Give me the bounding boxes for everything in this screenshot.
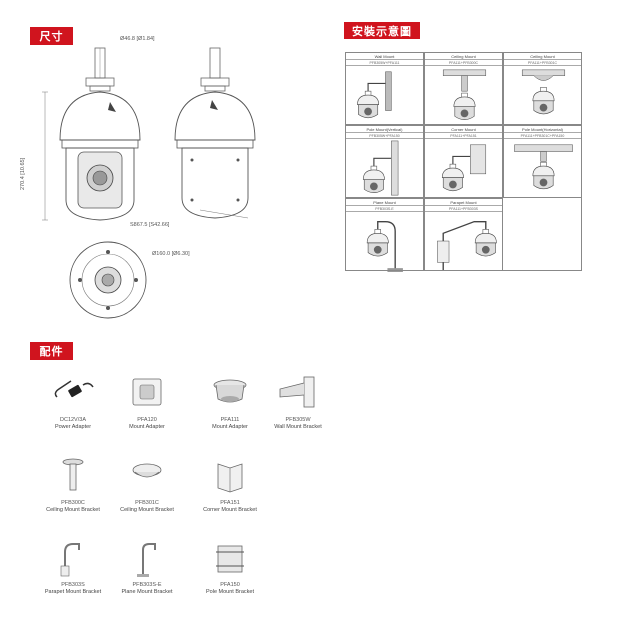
dimensions-section-badge: 尺寸 <box>30 27 73 45</box>
height-dimension: 270.4 [10.65] <box>20 157 26 190</box>
accessory-code: PFA111 <box>220 417 240 423</box>
accessory-code: PFA151 <box>220 500 240 506</box>
mount-title: Corner Mount <box>425 126 502 133</box>
mount-illustration-icon <box>362 140 399 196</box>
mount-illustration-icon <box>442 69 487 120</box>
accessory-item: PFB305W Wall Mount Bracket <box>257 375 339 430</box>
accessory-item: PFA111 Mount Adapter <box>189 375 271 430</box>
accessory-code: PFB300C <box>61 500 85 506</box>
plane-bracket-icon <box>137 543 156 577</box>
accessory-name: Power Adapter <box>54 424 92 430</box>
mount-illustration-icon <box>437 221 497 271</box>
mount-illustration-icon <box>521 69 566 115</box>
mount-title: Ceiling Mount <box>504 53 581 60</box>
accessory-name: Ceiling Mount Bracket <box>120 507 174 513</box>
mount-code: PFB305W+PFA150 <box>346 133 423 139</box>
mount-code: PFB305W+PFA111 <box>346 60 423 66</box>
mount-code: PFB303S-E <box>346 206 423 212</box>
camera-bottom-view-drawing <box>69 241 147 319</box>
accessory-name: Mount Adapter <box>129 424 165 430</box>
accessory-item: PFB301C Ceiling Mount Bracket <box>106 458 188 513</box>
mount-code: PFA111+PFB303S <box>425 206 502 212</box>
corner-bracket-icon <box>217 463 243 493</box>
accessory-name: Wall Mount Bracket <box>274 424 322 430</box>
camera-side-view-drawing <box>174 47 256 219</box>
accessory-code: PFB303S <box>61 582 85 588</box>
accessory-name: Corner Mount Bracket <box>203 507 257 513</box>
accessory-code: PFB303S-E <box>132 582 162 588</box>
mount-title: Wall Mount <box>346 53 423 60</box>
mount-code: PFA111+PFB300C <box>425 60 502 66</box>
base-diameter-dimension: Ø160.0 [Ø6.30] <box>152 251 190 257</box>
mount-diagram-cell: Ceiling Mount PFA111+PFB300C <box>424 52 503 125</box>
power-adapter-icon <box>54 380 94 398</box>
depth-dimension: S867.5 [S42.66] <box>130 222 170 228</box>
pole-bracket-icon <box>216 545 244 573</box>
top-diameter-dimension: Ø46.8 [Ø1.84] <box>120 36 155 42</box>
mount-diagram-cell: Corner Mount PFA111+PFA151 <box>424 125 503 198</box>
mount-title: Pole Mount(Horizontal) <box>504 126 581 133</box>
mount-illustration-icon <box>357 71 392 119</box>
mount-diagram-cell: Ceiling Mount PFA111+PFB301C <box>503 52 582 125</box>
accessory-item: DC12V/3A Power Adapter <box>32 375 114 430</box>
mount-diagram-cell: Wall Mount PFB305W+PFA111 <box>345 52 424 125</box>
ceiling-bracket-pendant-icon <box>62 458 84 491</box>
mount-code: PFA111+PFB301C+PFA150 <box>504 133 581 139</box>
accessory-name: Parapet Mount Bracket <box>44 589 102 595</box>
accessory-item: PFA151 Corner Mount Bracket <box>189 458 271 513</box>
mount-grid-frame <box>345 198 582 271</box>
accessories-section-badge: 配件 <box>30 342 73 360</box>
mount-code: PFA111+PFB301C <box>504 60 581 66</box>
accessory-name: Ceiling Mount Bracket <box>46 507 100 513</box>
mount-adapter-plate-icon <box>132 378 162 406</box>
accessory-name: Plane Mount Bracket <box>121 589 173 595</box>
mounting-section-badge: 安裝示意圖 <box>344 22 420 39</box>
accessory-code: PFA120 <box>137 417 157 423</box>
accessory-code: PFA150 <box>220 582 240 588</box>
accessory-item: PFA150 Pole Mount Bracket <box>189 540 271 595</box>
accessory-code: DC12V/3A <box>60 417 86 423</box>
wall-bracket-icon <box>279 376 315 408</box>
mount-adapter-ring-icon <box>213 379 247 403</box>
mount-title: Pole Mount(Vertical) <box>346 126 423 133</box>
accessory-code: PFB305W <box>285 417 311 423</box>
accessory-item: PFB300C Ceiling Mount Bracket <box>32 458 114 513</box>
mount-diagram-cell: Pole Mount(Horizontal) PFA111+PFB301C+PF… <box>503 125 582 198</box>
ceiling-bracket-dome-icon <box>132 463 162 478</box>
camera-front-view-drawing <box>42 47 141 221</box>
mount-code: PFA111+PFA151 <box>425 133 502 139</box>
mount-title: Parapet Mount <box>425 199 502 206</box>
accessory-item: PFB303S-E Plane Mount Bracket <box>106 540 188 595</box>
mount-title: Plane Mount <box>346 199 423 206</box>
accessory-name: Mount Adapter <box>212 424 248 430</box>
mount-diagram-cell: Pole Mount(Vertical) PFB305W+PFA150 <box>345 125 424 198</box>
mount-illustration-icon <box>366 221 403 272</box>
accessory-name: Pole Mount Bracket <box>206 589 254 595</box>
mount-illustration-icon <box>514 144 573 190</box>
mount-illustration-icon <box>441 144 487 192</box>
accessory-item: PFB303S Parapet Mount Bracket <box>32 540 114 595</box>
accessory-item: PFA120 Mount Adapter <box>106 375 188 430</box>
mount-diagram-cell: Parapet Mount PFA111+PFB303S <box>424 198 503 271</box>
parapet-bracket-icon <box>60 543 80 577</box>
accessory-code: PFB301C <box>135 500 159 506</box>
mount-title: Ceiling Mount <box>425 53 502 60</box>
